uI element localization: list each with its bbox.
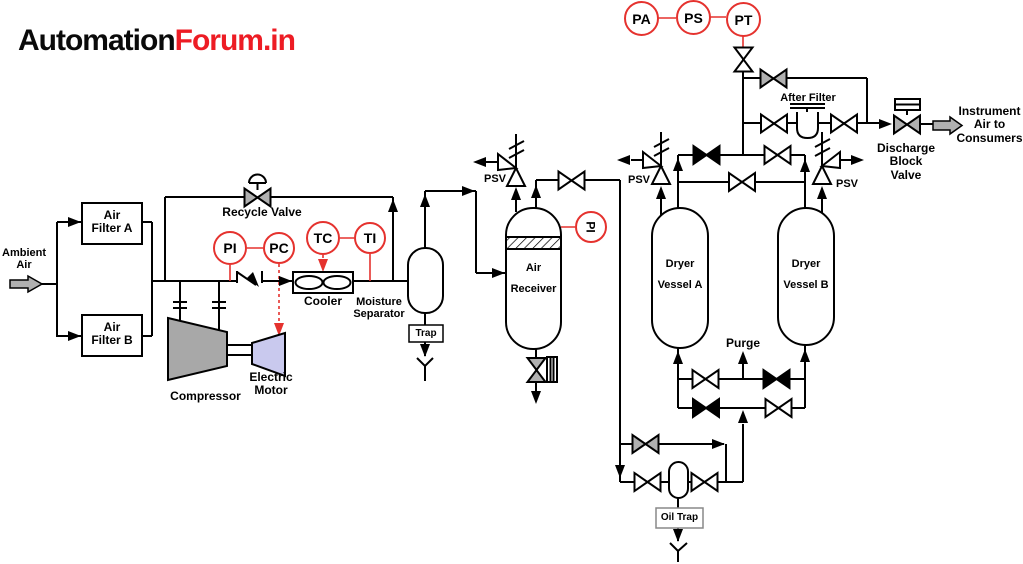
instrument-air-arrow xyxy=(932,115,964,136)
air-filter-a-box xyxy=(81,202,143,245)
pi-label: PI xyxy=(223,240,237,256)
after-filter-label: After Filter xyxy=(780,92,836,104)
pi-receiver-label: PI xyxy=(584,221,598,233)
recycle-valve-label: Recycle Valve xyxy=(222,205,302,219)
ambient-air-label: Ambient Air xyxy=(2,247,46,272)
after-filter-inlet-valve xyxy=(760,113,788,134)
purge-label: Purge xyxy=(725,336,760,350)
recycle-valve xyxy=(243,187,272,208)
process-lines xyxy=(40,47,933,562)
oil-trap-outlet-valve xyxy=(690,472,719,492)
psv-receiver-label: PSV xyxy=(483,173,506,185)
psv-dryer-b-label: PSV xyxy=(835,178,858,190)
moisture-separator-label: Moisture Separator xyxy=(353,296,405,321)
relief-valves xyxy=(497,149,841,187)
dryer-a-inlet-valve-closed xyxy=(692,398,720,418)
filter-b-label: Air Filter B xyxy=(91,320,133,348)
tc-label: TC xyxy=(313,230,333,246)
oil-trap-inlet-valve xyxy=(633,472,662,492)
psv-dryer-a-icon xyxy=(650,163,672,185)
logo-part2: Forum.in xyxy=(174,24,296,57)
dryer-b-label: Dryer Vessel B xyxy=(783,258,829,292)
ambient-air-arrow xyxy=(9,274,44,294)
moisture-separator-vessel xyxy=(407,247,444,314)
oil-trap-box xyxy=(655,507,704,529)
electric-motor-label: Electric Motor xyxy=(249,370,293,398)
instrument-signal-lines xyxy=(229,16,744,328)
dryer-b-inlet-valve xyxy=(764,398,793,418)
instrument-ti: TI xyxy=(354,222,386,254)
air-receiver-label: Air Receiver xyxy=(510,262,557,296)
stream-arrows xyxy=(9,115,964,294)
psv-receiver-icon xyxy=(505,165,527,187)
discharge-block-valve-label: Discharge Block Valve xyxy=(876,141,936,182)
ti-label: TI xyxy=(363,230,377,246)
site-logo: AutomationForum.in xyxy=(18,24,296,58)
cooler-label: Cooler xyxy=(303,294,342,308)
instrument-pt: PT xyxy=(726,2,761,37)
pa-label: PA xyxy=(632,10,651,27)
dryer-b-purge-valve-closed xyxy=(762,369,791,389)
dryer-a-label: Dryer Vessel A xyxy=(657,258,703,292)
psv-dryer-a-label: PSV xyxy=(627,174,650,186)
equipment-shapes xyxy=(81,202,835,529)
electric-motor-symbol xyxy=(251,331,286,378)
dryer-a-purge-valve xyxy=(691,369,720,389)
trap-label: Trap xyxy=(415,328,437,339)
shaft-coupling xyxy=(226,344,253,356)
dryer-vessel-b xyxy=(777,207,835,346)
dryer-equalize-valve xyxy=(728,172,756,192)
dryer-a-outlet-valve-closed xyxy=(692,145,721,165)
air-filter-b-box xyxy=(81,314,143,357)
flow-arrows xyxy=(68,119,892,542)
instrument-pi-receiver: PI xyxy=(575,211,607,243)
oil-trap-label: Oil Trap xyxy=(660,512,699,523)
receiver-outlet-valve xyxy=(557,170,586,191)
compressor-label: Compressor xyxy=(170,389,241,403)
trap-box xyxy=(408,324,444,343)
instrument-tc: TC xyxy=(306,221,340,255)
filter-a-label: Air Filter A xyxy=(91,208,133,236)
check-valve-arrow xyxy=(247,272,259,287)
logo-part1: Automation xyxy=(18,24,176,57)
oil-trap-vessel xyxy=(668,461,689,499)
instrument-ps: PS xyxy=(676,0,711,35)
pt-isolation-valve xyxy=(733,46,754,73)
discharge-block-valve xyxy=(893,114,921,135)
instrument-pi-compressor: PI xyxy=(213,231,247,265)
compressor-symbol xyxy=(167,316,228,382)
pc-label: PC xyxy=(269,240,289,256)
instrument-pc: PC xyxy=(263,232,295,264)
instrument-air-label: Instrument Air to Consumers xyxy=(956,104,1023,145)
receiver-demister-band xyxy=(505,236,562,250)
ps-label: PS xyxy=(684,9,703,26)
after-filter-bypass-valve xyxy=(759,68,788,89)
pt-label: PT xyxy=(734,11,753,28)
psv-dryer-b-icon xyxy=(811,163,833,185)
instrument-pa: PA xyxy=(624,1,659,36)
dryer-vessel-a xyxy=(651,207,709,349)
receiver-drain-valve xyxy=(526,357,547,383)
oil-trap-bypass-valve xyxy=(631,434,660,454)
cooler-fan-right xyxy=(322,275,352,290)
dryer-b-outlet-valve xyxy=(763,145,792,165)
after-filter-outlet-valve xyxy=(830,113,858,134)
